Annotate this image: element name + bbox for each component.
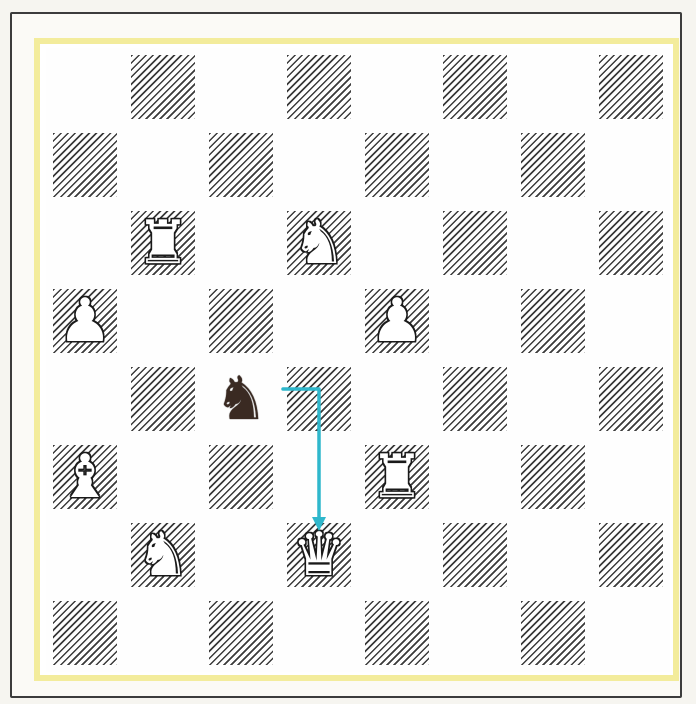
square-a4[interactable]	[46, 360, 124, 438]
square-c8[interactable]	[202, 48, 280, 126]
square-c7[interactable]	[202, 126, 280, 204]
chess-board[interactable]: ♜♞♟♟♞♝♜♞♛	[46, 48, 670, 672]
square-d1[interactable]	[280, 594, 358, 672]
square-f5[interactable]	[436, 282, 514, 360]
white-bishop-piece-icon[interactable]: ♝	[46, 438, 124, 516]
square-h1[interactable]	[592, 594, 670, 672]
square-b8[interactable]	[124, 48, 202, 126]
square-g2[interactable]	[514, 516, 592, 594]
square-d8[interactable]	[280, 48, 358, 126]
white-knight-piece-icon[interactable]: ♞	[280, 204, 358, 282]
white-rook-piece-icon[interactable]: ♜	[358, 438, 436, 516]
square-g6[interactable]	[514, 204, 592, 282]
square-h3[interactable]	[592, 438, 670, 516]
square-e2[interactable]	[358, 516, 436, 594]
square-f8[interactable]	[436, 48, 514, 126]
square-b7[interactable]	[124, 126, 202, 204]
square-g4[interactable]	[514, 360, 592, 438]
square-d7[interactable]	[280, 126, 358, 204]
square-c4[interactable]: ♞	[202, 360, 280, 438]
white-pawn-piece-icon[interactable]: ♟	[358, 282, 436, 360]
white-rook-piece-icon[interactable]: ♜	[124, 204, 202, 282]
square-c5[interactable]	[202, 282, 280, 360]
white-queen-piece-icon[interactable]: ♛	[280, 516, 358, 594]
square-g5[interactable]	[514, 282, 592, 360]
square-h5[interactable]	[592, 282, 670, 360]
square-a1[interactable]	[46, 594, 124, 672]
square-a2[interactable]	[46, 516, 124, 594]
square-f4[interactable]	[436, 360, 514, 438]
square-h6[interactable]	[592, 204, 670, 282]
square-b3[interactable]	[124, 438, 202, 516]
square-d6[interactable]: ♞	[280, 204, 358, 282]
square-a3[interactable]: ♝	[46, 438, 124, 516]
square-e4[interactable]	[358, 360, 436, 438]
square-a6[interactable]	[46, 204, 124, 282]
square-b5[interactable]	[124, 282, 202, 360]
white-pawn-piece-icon[interactable]: ♟	[46, 282, 124, 360]
square-f1[interactable]	[436, 594, 514, 672]
black-knight-piece-icon[interactable]: ♞	[202, 360, 280, 438]
square-e5[interactable]: ♟	[358, 282, 436, 360]
square-c3[interactable]	[202, 438, 280, 516]
square-h7[interactable]	[592, 126, 670, 204]
square-h2[interactable]	[592, 516, 670, 594]
square-e3[interactable]: ♜	[358, 438, 436, 516]
white-knight-piece-icon[interactable]: ♞	[124, 516, 202, 594]
square-b4[interactable]	[124, 360, 202, 438]
square-a5[interactable]: ♟	[46, 282, 124, 360]
square-f2[interactable]	[436, 516, 514, 594]
square-f7[interactable]	[436, 126, 514, 204]
square-f6[interactable]	[436, 204, 514, 282]
square-c2[interactable]	[202, 516, 280, 594]
square-b1[interactable]	[124, 594, 202, 672]
square-b2[interactable]: ♞	[124, 516, 202, 594]
square-b6[interactable]: ♜	[124, 204, 202, 282]
square-d5[interactable]	[280, 282, 358, 360]
square-h4[interactable]	[592, 360, 670, 438]
square-d3[interactable]	[280, 438, 358, 516]
square-g8[interactable]	[514, 48, 592, 126]
square-g7[interactable]	[514, 126, 592, 204]
square-a7[interactable]	[46, 126, 124, 204]
square-e8[interactable]	[358, 48, 436, 126]
square-h8[interactable]	[592, 48, 670, 126]
square-d2[interactable]: ♛	[280, 516, 358, 594]
square-d4[interactable]	[280, 360, 358, 438]
square-e6[interactable]	[358, 204, 436, 282]
square-e7[interactable]	[358, 126, 436, 204]
square-f3[interactable]	[436, 438, 514, 516]
square-g1[interactable]	[514, 594, 592, 672]
square-c6[interactable]	[202, 204, 280, 282]
square-e1[interactable]	[358, 594, 436, 672]
square-g3[interactable]	[514, 438, 592, 516]
square-a8[interactable]	[46, 48, 124, 126]
square-c1[interactable]	[202, 594, 280, 672]
